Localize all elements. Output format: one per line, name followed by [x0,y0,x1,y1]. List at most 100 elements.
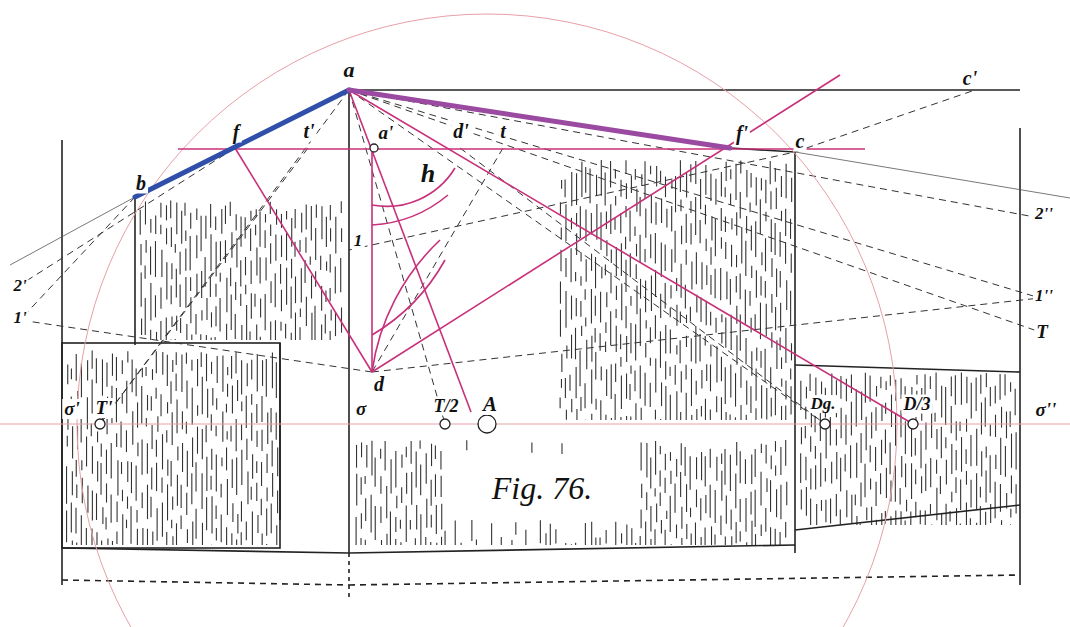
hatch-stroke [730,279,731,305]
hatch-stroke [142,528,143,545]
hatch-stroke [246,305,247,340]
hatch-stroke [311,206,312,240]
hatch-stroke [655,315,656,339]
hatch-stroke [196,274,197,296]
hatch-stroke [236,238,237,267]
hatch-stroke [276,525,277,545]
hatch-stroke [106,517,107,529]
hatch-stroke [615,522,616,545]
hatch-stroke [1010,382,1011,391]
hatch-stroke [565,543,566,545]
hatch-stroke [76,460,77,477]
hatch-stroke [371,495,372,533]
hatch-stroke [291,287,292,319]
hatch-stroke [136,510,137,523]
hatch-stroke [665,325,666,354]
hatch-stroke [995,386,996,404]
hatch-stroke [66,511,67,543]
hatch-stroke [781,176,782,197]
hatch-stroke [436,543,437,545]
hatch-stroke [666,511,667,519]
hatch-stroke [266,544,267,546]
hatch-stroke [117,501,118,522]
point-label: 1' [11,309,28,327]
hatch-stroke [226,527,227,545]
hatch-stroke [621,283,622,320]
hatch-stroke [580,397,581,411]
hatch-stroke [172,412,173,445]
hatch-stroke [666,209,667,228]
hatch-stroke [790,369,791,380]
hatch-stroke [226,404,227,413]
hatch-stroke [246,521,247,540]
hatch-stroke [96,493,97,520]
hatch-stroke [156,388,157,399]
hatch-stroke [735,473,736,508]
hatch-stroke [781,357,782,369]
hatch-stroke [361,442,362,457]
hatch-stroke [226,324,227,340]
hatch-stroke [711,216,712,240]
hatch-stroke [710,312,711,326]
hatch-stroke [262,534,263,545]
hatch-stroke [626,183,627,199]
hatch-stroke [390,512,391,545]
hatch-stroke [645,521,646,545]
hatch-stroke [227,431,228,439]
hatch-stroke [606,212,607,229]
hatch-stroke [435,474,436,496]
hatch-stroke [420,465,421,496]
hatch-stroke [91,424,92,437]
hatch-stroke [676,391,677,420]
hatch-stroke [736,522,737,543]
hatch-stroke [207,389,208,418]
hatch-stroke [216,242,217,277]
point-label: σ'' [1034,400,1059,420]
hatch-stroke [1005,446,1006,477]
hatch-stroke [721,314,722,322]
hatch-stroke [186,324,187,340]
hatch-stroke [690,508,691,517]
hatch-stroke [566,410,567,420]
hatch-stroke [180,284,181,307]
hatch-stroke [660,419,661,421]
hatch-stroke [806,487,807,516]
hatch-stroke [810,469,811,490]
hatch-stroke [360,538,361,545]
hatch-stroke [780,338,781,351]
hatch-stroke [721,332,722,343]
hatch-stroke [320,256,321,270]
point-label: σ [354,399,368,419]
hatch-stroke [261,396,262,422]
hatch-stroke [281,290,282,312]
hatch-stroke [646,320,647,328]
hatch-stroke [216,455,217,492]
hatch-stroke [634,227,635,237]
hatch-stroke [600,212,601,250]
hatch-stroke [335,312,336,336]
hatch-stroke [140,210,141,235]
hatch-stroke [801,427,802,444]
hatch-stroke [561,354,562,372]
hatch-stroke [160,203,161,218]
hatch-stroke [810,436,811,452]
hatch-stroke [591,414,592,420]
hatch-stroke [710,449,711,468]
hatch-stroke [660,492,661,506]
hatch-stroke [106,362,107,386]
hatch-stroke [172,536,173,545]
hatch-stroke [960,479,961,510]
hatch-stroke [202,377,203,415]
hatch-stroke [766,388,767,419]
hatch-stroke [749,291,750,306]
hatch-stroke [270,225,271,236]
hatch-stroke [150,330,151,340]
hatch-stroke [222,411,223,441]
hatch-stroke [186,353,187,364]
hatch-stroke [441,504,442,530]
hatch-stroke [122,490,123,501]
hatch-stroke [272,440,273,466]
hatch-stroke [252,454,253,479]
hatch-stroke [191,473,192,504]
hatch-stroke [786,482,787,506]
